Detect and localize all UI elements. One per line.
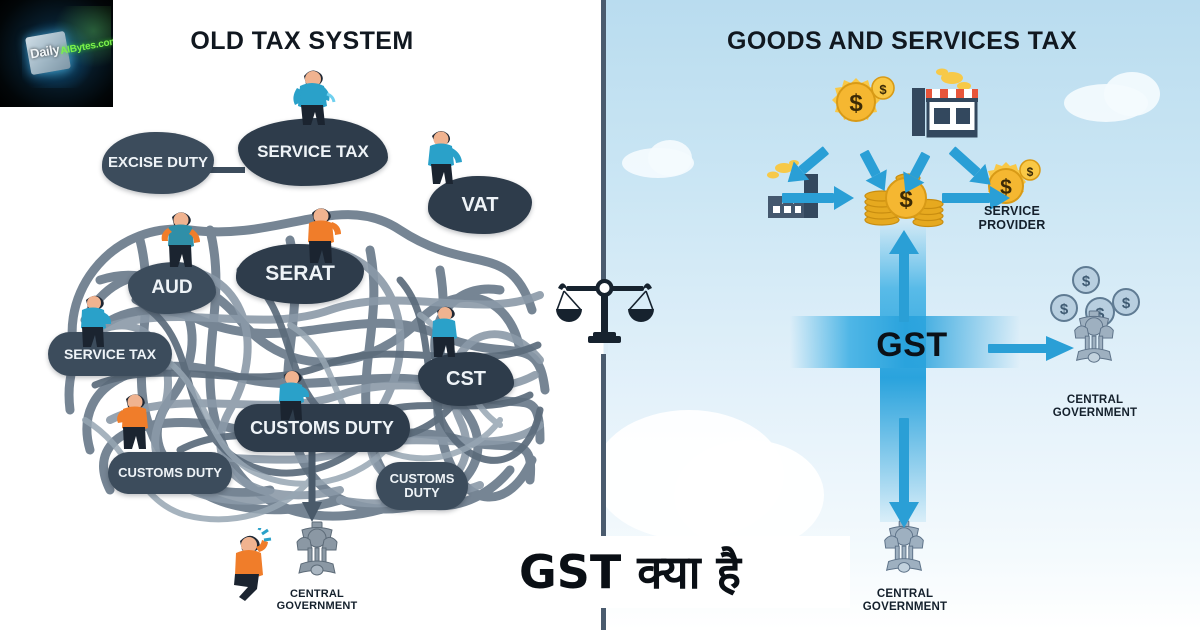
tax-bubble-aud[interactable]: AUD <box>128 262 216 314</box>
arrow-up-to-gst <box>889 230 919 322</box>
tax-bubble-customs-duty-main-label: CUSTOMS DUTY <box>250 417 394 438</box>
svg-text:$: $ <box>899 186 913 213</box>
tax-bubble-customs-duty-left[interactable]: CUSTOMS DUTY <box>108 452 232 494</box>
gst-flow-arrows <box>782 146 1010 210</box>
tax-bubble-service-tax-2[interactable]: SERVICE TAX <box>48 332 172 376</box>
service-provider-label: SERVICE PROVIDER <box>952 204 1072 232</box>
tax-bubble-vat-label: VAT <box>461 193 499 216</box>
government-label-right: CENTRAL GOVERNMENT <box>1032 394 1158 420</box>
gst-cross-horizontal <box>790 316 1020 368</box>
tax-bubble-customs-duty-main[interactable]: CUSTOMS DUTY <box>234 404 410 452</box>
headline-gst-kya-hai: GST क्या है <box>519 545 741 599</box>
silver-coins-cluster: $ $ $ $ <box>1050 266 1140 327</box>
svg-text:$: $ <box>1082 273 1091 290</box>
page-title-gst: GOODS AND SERVICES TAX <box>726 27 1078 55</box>
person-on-serat <box>308 208 341 263</box>
tax-bubble-customs-duty-right[interactable]: CUSTOMS DUTY <box>376 462 468 510</box>
svg-text:$: $ <box>849 90 863 117</box>
gold-coin-dollar-top: $ $ <box>832 76 895 122</box>
person-on-aud <box>161 212 200 267</box>
service-provider-label-text: SERVICE PROVIDER <box>978 204 1046 232</box>
tax-bubble-vat[interactable]: VAT <box>428 176 532 234</box>
svg-text:$: $ <box>1060 301 1069 318</box>
headline-backdrop <box>410 536 850 608</box>
tax-bubble-cst-label: CST <box>446 367 486 390</box>
tax-bubble-service-tax-2-label: SERVICE TAX <box>63 345 157 362</box>
shop-storefront-icon <box>912 68 978 138</box>
tax-bubble-service-tax[interactable]: SERVICE TAX <box>238 118 388 186</box>
cloud-decoration-4 <box>648 140 692 176</box>
svg-text:$: $ <box>1027 165 1034 179</box>
svg-text:$: $ <box>1096 306 1105 323</box>
justice-scale-icon <box>556 279 654 343</box>
svg-text:$: $ <box>879 82 887 97</box>
person-on-service-tax <box>293 70 336 125</box>
old-tax-system-panel: OLD TAX SYSTEM <box>48 27 550 613</box>
tax-bubble-excise-duty[interactable]: EXCISE DUTY <box>102 132 214 194</box>
cloud-decoration-6 <box>674 440 824 550</box>
person-on-customs-duty <box>279 370 310 420</box>
person-on-vat <box>428 130 462 184</box>
government-label-left-text: CENTRAL GOVERNMENT <box>276 588 358 613</box>
gst-label: GST <box>876 326 948 364</box>
arrow-right-to-government <box>988 336 1074 361</box>
tax-bubble-aud-label: AUD <box>151 277 193 299</box>
daily-aibytes-logo[interactable]: Daily AIBytes.com <box>0 0 113 107</box>
government-label-bottom-text: CENTRAL GOVERNMENT <box>862 588 948 613</box>
arrow-down-to-government <box>889 418 919 528</box>
government-label-bottom: CENTRAL GOVERNMENT <box>842 588 968 614</box>
government-label-right-text: CENTRAL GOVERNMENT <box>1052 394 1138 419</box>
tax-bubble-customs-duty-right-label: CUSTOMS DUTY <box>389 471 455 500</box>
tax-bubble-excise-duty-label: EXCISE DUTY <box>107 154 209 172</box>
person-on-customs-duty-left <box>117 394 148 449</box>
tax-bubble-serat[interactable]: SERAT <box>236 244 364 304</box>
svg-text:$: $ <box>1000 176 1012 199</box>
person-walking-to-government <box>234 528 272 601</box>
tax-bubble-customs-duty-left-label: CUSTOMS DUTY <box>118 465 222 481</box>
tax-bubble-service-tax-label: SERVICE TAX <box>257 142 369 162</box>
person-on-service-tax-2 <box>81 295 112 347</box>
government-label-left: CENTRAL GOVERNMENT <box>255 588 379 613</box>
tax-bubble-serat-label: SERAT <box>265 261 335 285</box>
ashoka-pillar-emblem <box>296 521 338 576</box>
ashoka-pillar-emblem-right <box>1074 310 1114 363</box>
tax-bubble-cst[interactable]: CST <box>418 352 514 406</box>
ashoka-pillar-emblem-bottom <box>884 520 924 573</box>
cloud-decoration-2 <box>1104 72 1160 116</box>
coin-stack-icon: $ <box>864 173 944 228</box>
person-on-cst <box>432 306 457 357</box>
page-title-old-tax-system: OLD TAX SYSTEM <box>190 27 414 55</box>
svg-text:$: $ <box>1122 295 1131 312</box>
